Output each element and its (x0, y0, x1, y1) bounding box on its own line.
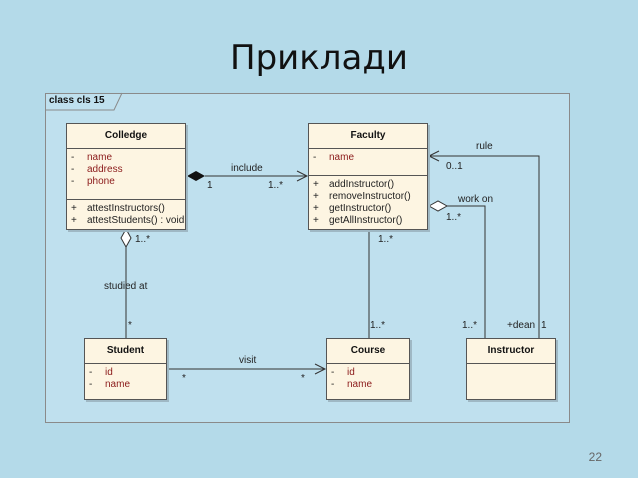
operation-row: + getAllInstructor() (313, 215, 423, 227)
attribute-row: - name (71, 152, 181, 164)
attribute-name: name (329, 152, 355, 163)
visit-label: visit (239, 355, 257, 366)
composition-diamond (187, 171, 205, 181)
attribute-name: name (105, 379, 131, 390)
faculty-course-top-multiplicity: 1..* (378, 234, 394, 245)
visibility-marker: - (71, 164, 75, 175)
rule-instructor-role: +dean (507, 320, 536, 331)
class-name: Student (85, 339, 166, 364)
operation-name: removeInstructor() (329, 191, 411, 202)
rule-line (429, 155, 540, 338)
visibility-marker: + (313, 215, 319, 226)
include-source-multiplicity: 1 (207, 180, 213, 191)
visibility-marker: - (71, 176, 75, 187)
work-on-instructor-multiplicity: 1..* (462, 320, 478, 331)
visit-left-multiplicity: * (182, 373, 186, 384)
studied-at-bottom-multiplicity: * (128, 320, 132, 331)
attribute-name: name (87, 152, 113, 163)
operations-section: + attestInstructors() + attestStudents() :… (67, 200, 185, 230)
operation-name: attestStudents() : void (87, 215, 185, 226)
attributes-section: - id - name (85, 364, 166, 394)
operations-section: + addInstructor() + removeInstructor() + ge… (309, 176, 427, 230)
visibility-marker: + (313, 179, 319, 190)
attribute-name: id (105, 367, 113, 378)
attribute-name: name (347, 379, 373, 390)
faculty-course-bottom-multiplicity: 1..* (370, 320, 386, 331)
attribute-row: - phone (71, 176, 181, 188)
visibility-marker: + (313, 203, 319, 214)
class-name: Course (327, 339, 409, 364)
visit-right-multiplicity: * (301, 373, 305, 384)
attribute-row: - name (89, 379, 162, 391)
operation-name: addInstructor() (329, 179, 395, 190)
rule-faculty-multiplicity: 0..1 (446, 161, 463, 172)
attribute-name: phone (87, 176, 115, 187)
operation-row: + getInstructor() (313, 203, 423, 215)
slide-title: Приклади (230, 38, 408, 78)
studied-at-top-multiplicity: 1..* (135, 234, 151, 245)
class-instructor[interactable]: Instructor (466, 338, 556, 400)
attribute-row: - id (89, 367, 162, 379)
work-on-line (447, 205, 486, 338)
work-on-faculty-multiplicity: 1..* (446, 212, 462, 223)
visibility-marker: - (89, 367, 93, 378)
work-on-label: work on (458, 194, 494, 205)
attribute-row: - address (71, 164, 181, 176)
class-faculty[interactable]: Faculty - name + addInstructor() + removeIn… (308, 123, 428, 230)
rule-label: rule (476, 141, 493, 152)
attribute-name: address (87, 164, 123, 175)
rule-instructor-multiplicity: 1 (541, 320, 547, 331)
attributes-section: - name (309, 149, 427, 176)
attribute-name: id (347, 367, 355, 378)
operation-name: getAllInstructor() (329, 215, 403, 226)
visibility-marker: - (313, 152, 317, 163)
class-course[interactable]: Course - id - name (326, 338, 410, 400)
include-arrowhead (296, 170, 309, 182)
class-name: Colledge (67, 124, 185, 149)
visibility-marker: + (313, 191, 319, 202)
frame-label: class cls 15 (49, 95, 105, 106)
include-label: include (231, 163, 263, 174)
studied-at-label: studied at (104, 281, 148, 292)
operation-row: + attestStudents() : void (71, 215, 185, 227)
attributes-section: - name - address - phone (67, 149, 185, 200)
visibility-marker: - (331, 379, 335, 390)
aggregation-diamond-faculty (427, 200, 449, 212)
operation-row: + addInstructor() (313, 179, 423, 191)
visibility-marker: + (71, 215, 77, 226)
class-name: Instructor (467, 339, 555, 364)
visit-arrowhead (314, 363, 327, 375)
operation-name: attestInstructors() (87, 203, 165, 214)
attribute-row: - id (331, 367, 405, 379)
rule-arrowhead (427, 150, 440, 162)
attributes-section: - id - name (327, 364, 409, 394)
operation-name: getInstructor() (329, 203, 392, 214)
include-target-multiplicity: 1..* (268, 180, 284, 191)
attribute-row: - name (313, 152, 423, 164)
visibility-marker: - (71, 152, 75, 163)
operation-row: + attestInstructors() (71, 203, 181, 215)
class-name: Faculty (309, 124, 427, 149)
operation-row: + removeInstructor() (313, 191, 423, 203)
visibility-marker: - (89, 379, 93, 390)
visibility-marker: - (331, 367, 335, 378)
visibility-marker: + (71, 203, 77, 214)
aggregation-diamond-colledge (120, 227, 132, 249)
page-number: 22 (588, 450, 602, 464)
class-student[interactable]: Student - id - name (84, 338, 167, 400)
class-colledge[interactable]: Colledge - name - address - phone + attestIn… (66, 123, 186, 230)
attribute-row: - name (331, 379, 405, 391)
